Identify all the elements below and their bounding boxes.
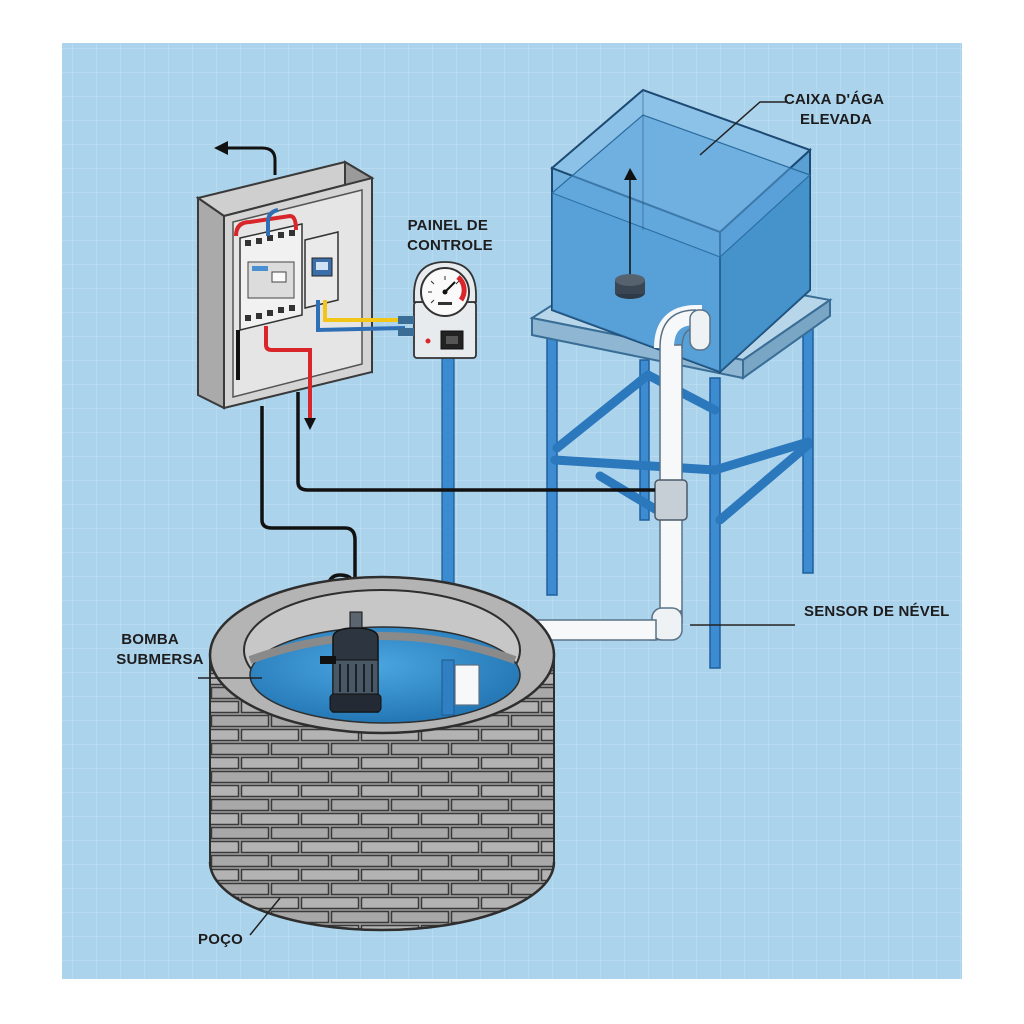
leader-lines	[198, 101, 795, 936]
submersible-pump-icon	[320, 611, 382, 713]
tank-label: CAIXA D'ÁGA ELEVADA	[784, 91, 888, 128]
sensor-label: SENSOR DE NÉVEL	[804, 603, 950, 620]
discharge-pipe	[454, 305, 711, 681]
cable-arrow-icon	[214, 141, 277, 175]
pump-label: BOMBA SUBMERSA	[116, 631, 203, 668]
well	[208, 575, 556, 932]
panel-label-line2: CONTROLE	[407, 237, 493, 254]
tank-label-line1: CAIXA D'ÁGA	[784, 91, 884, 108]
well-label: POÇO	[198, 931, 243, 948]
panel-label: PAINEL DE CONTROLE	[407, 217, 493, 254]
pressure-gauge-icon	[398, 261, 477, 359]
float-switch-icon	[615, 168, 645, 299]
pump-label-line2: SUBMERSA	[116, 651, 203, 668]
panel-label-line1: PAINEL DE	[408, 217, 488, 234]
tank-label-line2: ELEVADA	[800, 111, 872, 128]
electrical-control-box	[195, 160, 406, 430]
pump-label-line1: BOMBA	[121, 631, 179, 648]
